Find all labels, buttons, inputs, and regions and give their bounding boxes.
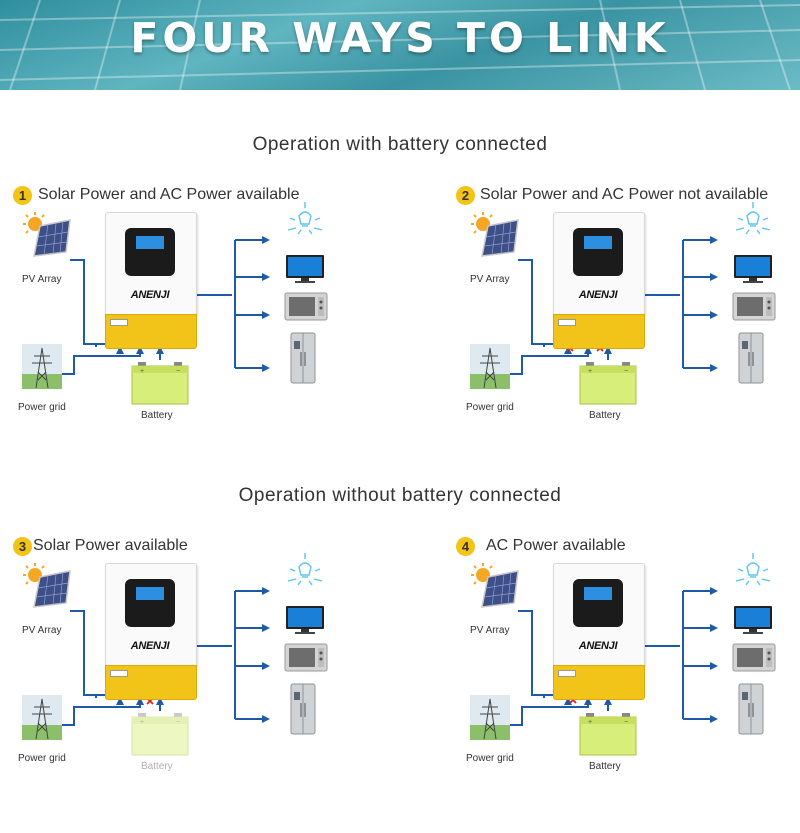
- power-grid-icon: [22, 344, 62, 389]
- pv-wire: [518, 259, 545, 347]
- warning-label: [110, 319, 128, 326]
- mode-title: Solar Power and AC Power not available: [480, 186, 769, 203]
- power-grid-label: Power grid: [18, 753, 66, 764]
- hybrid-inverter: ANENJI: [105, 563, 197, 700]
- mode-title: Solar Power available: [33, 537, 188, 554]
- panel-mode-1: 1 Solar Power and AC Power available ANE…: [0, 182, 400, 482]
- header-banner: FOUR WAYS TO LINK: [0, 0, 800, 90]
- mode-number-badge: 3: [13, 537, 32, 556]
- solar-panel-background: [0, 0, 800, 90]
- battery-icon: + −: [578, 711, 638, 756]
- television-icon: [733, 254, 773, 284]
- mode-number-badge: 4: [456, 537, 475, 556]
- lcd-screen: [136, 587, 164, 600]
- svg-text:+: +: [140, 368, 144, 375]
- refrigerator-icon: [738, 683, 764, 735]
- svg-text:+: +: [140, 719, 144, 726]
- inverter-display: [125, 228, 175, 276]
- mode-title: Solar Power and AC Power available: [38, 186, 300, 203]
- power-grid-icon: [470, 344, 510, 389]
- power-grid-label: Power grid: [466, 753, 514, 764]
- pv-array-label: PV Array: [470, 274, 510, 285]
- television-icon: [285, 254, 325, 284]
- svg-text:+: +: [588, 719, 592, 726]
- inverter-display: [573, 228, 623, 276]
- battery-icon: + −: [130, 711, 190, 756]
- solar-panel-icon: [470, 212, 520, 258]
- microwave-icon: [732, 643, 776, 673]
- inverter-display: [573, 579, 623, 627]
- power-grid-label: Power grid: [18, 402, 66, 413]
- mode-title: AC Power available: [486, 537, 626, 554]
- pv-wire: [518, 610, 545, 698]
- solar-panel-icon: [22, 212, 72, 258]
- battery-label: Battery: [141, 410, 173, 421]
- light-bulb-icon: [732, 553, 774, 591]
- brand-logo: ANENJI: [130, 289, 170, 301]
- pv-wire: [70, 610, 97, 698]
- television-icon: [285, 605, 325, 635]
- svg-text:−: −: [176, 368, 180, 375]
- pv-array-label: PV Array: [22, 625, 62, 636]
- wiring-diagram: [510, 587, 718, 726]
- light-bulb-icon: [732, 202, 774, 240]
- lcd-screen: [584, 236, 612, 249]
- panel-mode-3: 3 Solar Power available ANENJI: [0, 533, 400, 833]
- panel-mode-4: 4 AC Power available ANENJI: [448, 533, 800, 833]
- microwave-icon: [284, 292, 328, 322]
- pv-array-label: PV Array: [470, 625, 510, 636]
- hybrid-inverter: ANENJI: [553, 563, 645, 700]
- pv-wire: [70, 259, 97, 347]
- television-icon: [733, 605, 773, 635]
- grid-wire: [510, 347, 589, 375]
- refrigerator-icon: [738, 332, 764, 384]
- section-title-with-battery: Operation with battery connected: [252, 134, 548, 155]
- svg-text:−: −: [624, 719, 628, 726]
- svg-text:+: +: [588, 368, 592, 375]
- battery-label: Battery: [141, 761, 173, 772]
- microwave-icon: [732, 292, 776, 322]
- page-title: FOUR WAYS TO LINK: [130, 14, 670, 62]
- refrigerator-icon: [290, 683, 316, 735]
- power-grid-icon: [470, 695, 510, 740]
- microwave-icon: [284, 643, 328, 673]
- warning-label: [110, 670, 128, 677]
- power-grid-icon: [22, 695, 62, 740]
- solar-panel-icon: [22, 563, 72, 609]
- warning-label: [558, 319, 576, 326]
- battery-icon: + −: [578, 360, 638, 405]
- inverter-display: [125, 579, 175, 627]
- lcd-screen: [136, 236, 164, 249]
- svg-text:−: −: [624, 368, 628, 375]
- battery-label: Battery: [589, 410, 621, 421]
- light-bulb-icon: [284, 202, 326, 240]
- refrigerator-icon: [290, 332, 316, 384]
- lcd-screen: [584, 587, 612, 600]
- warning-label: [558, 670, 576, 677]
- brand-logo: ANENJI: [130, 640, 170, 652]
- solar-panel-icon: [470, 563, 520, 609]
- wiring-diagram: [62, 236, 270, 375]
- battery-icon: + −: [130, 360, 190, 405]
- battery-label: Battery: [589, 761, 621, 772]
- grid-wire: [62, 347, 141, 375]
- power-grid-label: Power grid: [466, 402, 514, 413]
- panel-mode-2: 2 Solar Power and AC Power not available…: [448, 182, 800, 482]
- section-title-without-battery: Operation without battery connected: [238, 485, 562, 506]
- grid-wire: [62, 698, 141, 726]
- mode-number-badge: 2: [456, 186, 475, 205]
- hybrid-inverter: ANENJI: [553, 212, 645, 349]
- pv-array-label: PV Array: [22, 274, 62, 285]
- brand-logo: ANENJI: [578, 289, 618, 301]
- hybrid-inverter: ANENJI: [105, 212, 197, 349]
- brand-logo: ANENJI: [578, 640, 618, 652]
- svg-text:−: −: [176, 719, 180, 726]
- light-bulb-icon: [284, 553, 326, 591]
- mode-number-badge: 1: [13, 186, 32, 205]
